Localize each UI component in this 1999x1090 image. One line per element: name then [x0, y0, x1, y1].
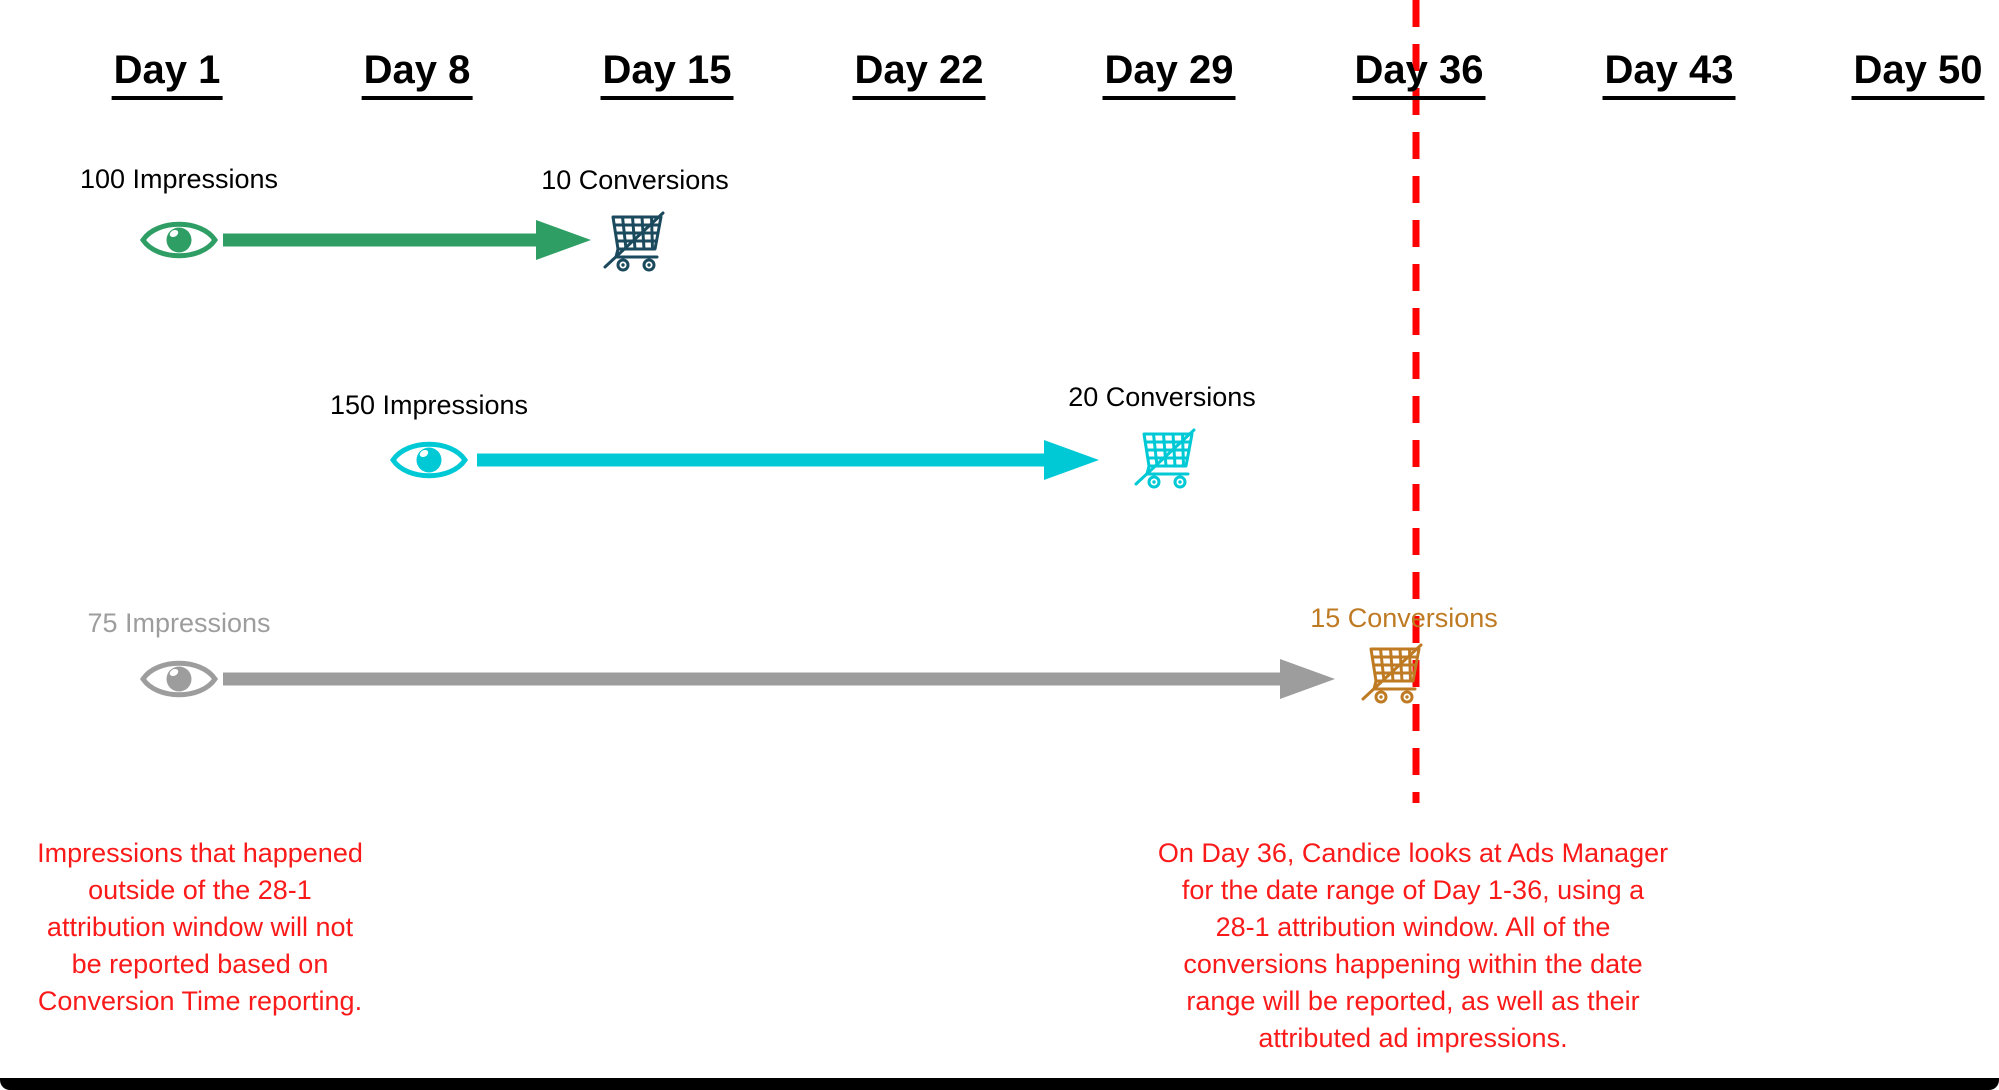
eye-impressions-icon-row2: [389, 441, 469, 479]
shopping-cart-icon-row1: [603, 211, 665, 272]
attribution-arrow-row3: [223, 659, 1335, 699]
right-note-line: attributed ad impressions.: [1258, 1023, 1568, 1053]
day-label-43: Day 43: [1602, 48, 1736, 100]
conversions-label-row2: 20 Conversions: [1068, 382, 1256, 412]
left-note-line: attribution window will not: [46, 912, 354, 942]
eye-impressions-icon-row3: [139, 660, 219, 698]
eye-impressions-icon-row1: [139, 221, 219, 259]
day-label-36: Day 36: [1352, 48, 1486, 100]
conversions-label-row3: 15 Conversions: [1310, 603, 1498, 633]
right-note-line: range will be reported, as well as their: [1186, 986, 1640, 1016]
day-label-29: Day 29: [1102, 48, 1236, 100]
impressions-label-row2: 150 Impressions: [329, 390, 529, 420]
left-note-line: Conversion Time reporting.: [37, 986, 363, 1016]
right-note-line: for the date range of Day 1-36, using a: [1181, 875, 1645, 905]
day-label-8: Day 8: [361, 48, 473, 100]
shopping-cart-icon-row2: [1134, 428, 1196, 489]
shopping-cart-icon-row3: [1361, 643, 1423, 704]
left-note-line: Impressions that happened: [37, 838, 363, 868]
conversions-label-row1: 10 Conversions: [541, 165, 729, 195]
impressions-label-row3: 75 Impressions: [87, 608, 271, 638]
left-annotation-note: Impressions that happened outside of the…: [37, 835, 363, 1020]
right-annotation-note: On Day 36, Candice looks at Ads Manager …: [1158, 835, 1668, 1057]
day-label-15: Day 15: [600, 48, 734, 100]
bottom-border-bar: [0, 1078, 1999, 1090]
day-label-50: Day 50: [1851, 48, 1985, 100]
day-label-22: Day 22: [852, 48, 986, 100]
attribution-arrow-row2: [477, 440, 1099, 480]
left-note-line: be reported based on: [71, 949, 329, 979]
right-note-line: On Day 36, Candice looks at Ads Manager: [1157, 838, 1669, 868]
right-note-line: conversions happening within the date: [1183, 949, 1643, 979]
left-note-line: outside of the 28-1: [88, 875, 312, 905]
attribution-arrow-row1: [223, 220, 591, 260]
right-note-line: 28-1 attribution window. All of the: [1215, 912, 1611, 942]
impressions-label-row1: 100 Impressions: [79, 164, 279, 194]
day-label-1: Day 1: [111, 48, 223, 100]
